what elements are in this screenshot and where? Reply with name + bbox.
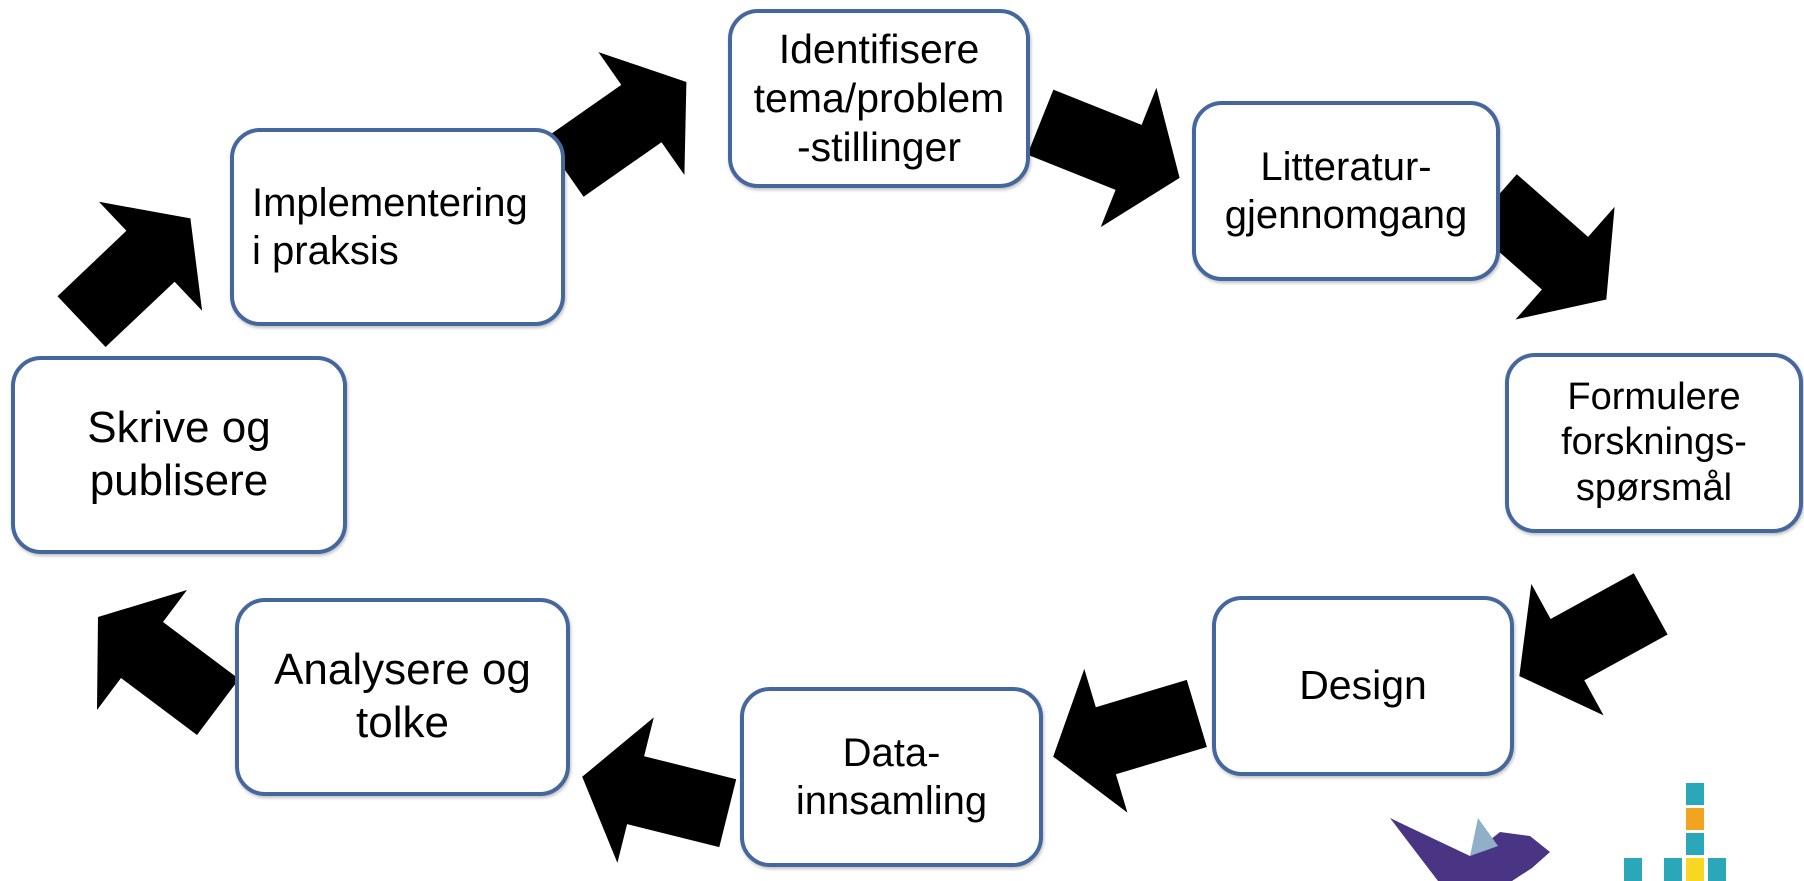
arrow-design-to-datacollection [1053,668,1207,813]
step-data-collection-label: Data- innsamling [795,731,988,823]
step-data-collection: Data- innsamling [740,687,1043,867]
arrow-analyze-to-write [97,590,239,735]
step-write-publish-label: Skrive og publisere [87,403,271,505]
step-literature-review-label: Litteratur- gjennomgang [1224,145,1468,237]
step-research-questions: Formulere forsknings- spørsmål [1505,353,1803,533]
step-literature-review: Litteratur- gjennomgang [1192,101,1500,281]
arrow-write-to-implement [57,201,203,347]
step-analyze-interpret: Analysere og tolke [235,598,570,796]
step-implement-practice: Implementering i praksis [230,128,565,326]
arrow-identify-to-literature [1027,87,1180,228]
step-research-questions-label: Formulere forsknings- spørsmål [1561,375,1747,509]
step-design-label: Design [1299,662,1427,709]
step-analyze-interpret-label: Analysere og tolke [274,645,531,747]
step-design: Design [1212,596,1514,776]
step-write-publish: Skrive og publisere [11,356,347,554]
arrow-datacollection-to-analyze [582,717,737,863]
arrow-questions-to-design [1519,573,1668,716]
arrow-implement-to-identify [543,52,687,197]
step-identify-topic-label: Identifisere tema/problem -stillinger [753,25,1005,171]
arrow-literature-to-questions [1470,174,1615,320]
step-implement-practice-label: Implementering i praksis [252,181,528,273]
step-identify-topic: Identifisere tema/problem -stillinger [728,9,1030,188]
